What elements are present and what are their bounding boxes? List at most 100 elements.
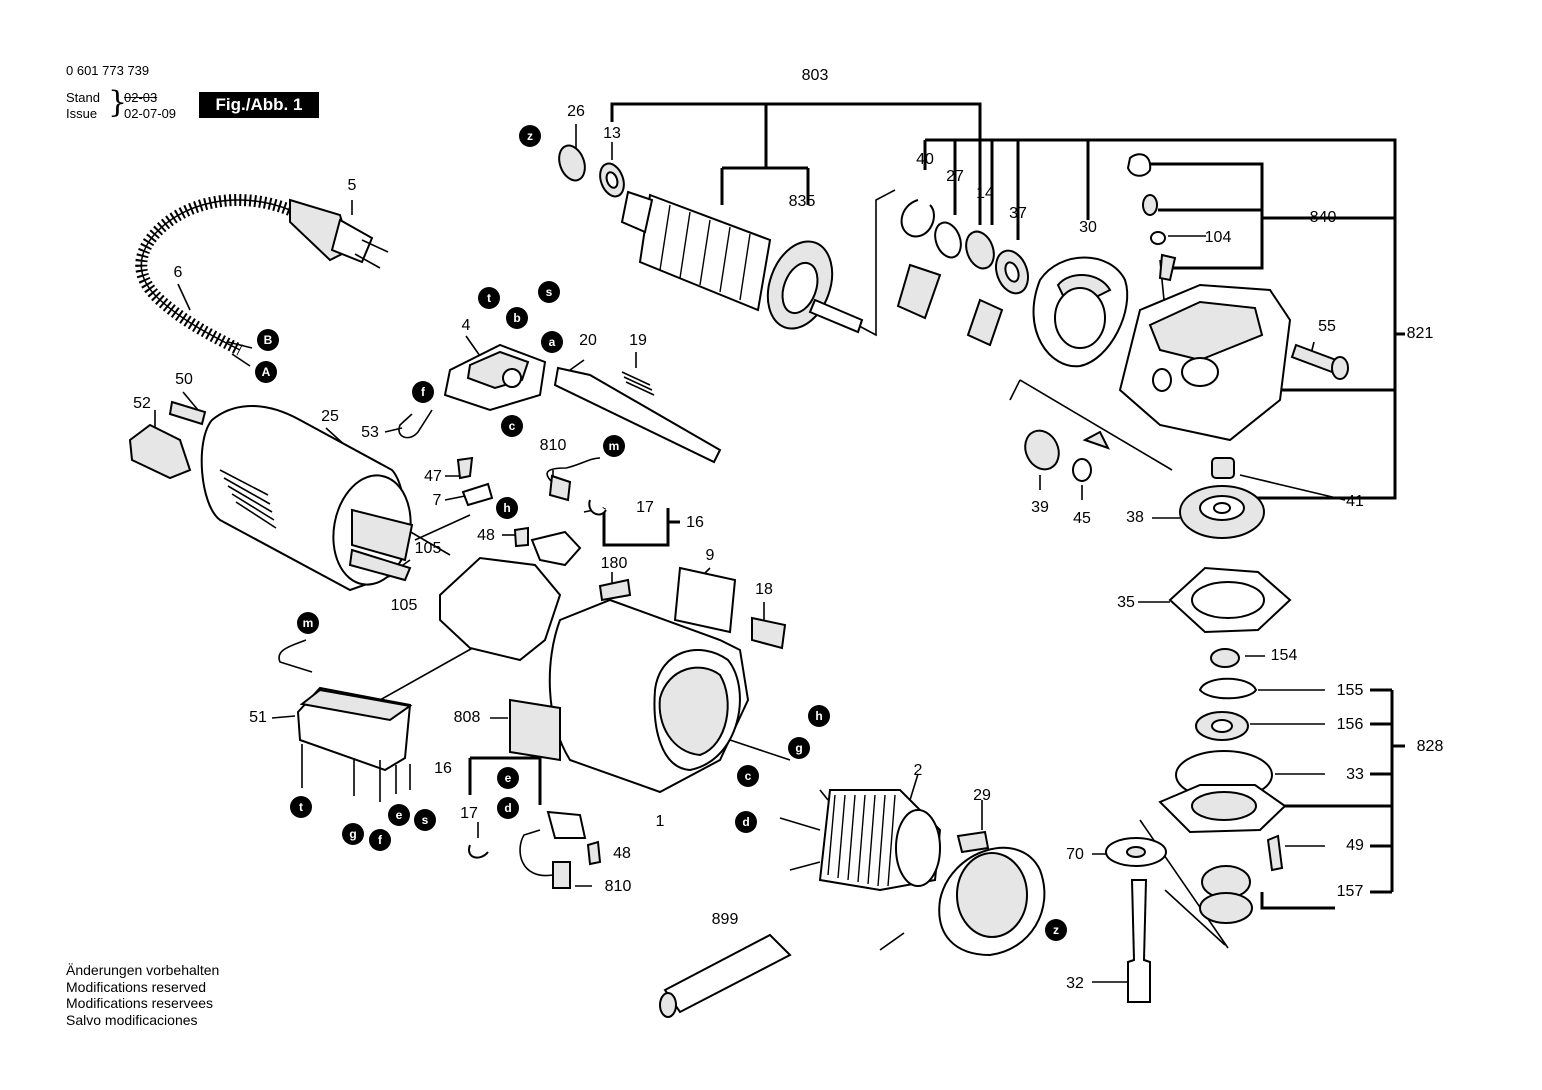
spring-19-part [621,371,655,396]
part-label-25: 25 [321,408,339,425]
screw-55-part [1290,343,1338,374]
marker-dot [496,497,518,519]
marker-dot [388,804,410,826]
bearing-41-part [1211,457,1235,479]
marker-letter: a [549,335,556,349]
connection-marker-f: f [412,381,434,403]
part-label-35: 35 [1117,594,1135,611]
marker-dot [788,737,810,759]
connection-marker-h: h [496,497,518,519]
connection-marker-h: h [808,705,830,727]
connection-marker-t: t [290,796,312,818]
note-es: Salvo modificaciones [66,1011,198,1028]
brush-810b-part [552,861,571,889]
part-label-33: 33 [1346,766,1364,783]
clip-17-part [588,499,607,516]
part-label-840: 840 [1310,209,1337,226]
filter-part [966,298,1004,347]
part-label-14: 14 [976,185,994,202]
marker-letter: m [609,439,620,453]
stator-part [779,789,942,892]
marker-letter: z [1053,923,1059,937]
part-label-48: 48 [477,527,495,544]
part-number: 0 601 773 739 [66,63,150,78]
connection-marker-m: m [297,612,319,634]
marker-dot [478,287,500,309]
part-label-1: 1 [656,813,665,830]
label-180-part [598,578,632,602]
part-label-29: 29 [973,787,991,804]
screw-49-part [1266,834,1284,872]
part-label-810: 810 [540,437,567,454]
screw-48b-part [586,840,602,866]
marker-letter: b [513,311,520,325]
marker-dot [257,329,279,351]
part-label-899: 899 [712,911,739,928]
brush-holder-lower-part [546,810,587,839]
switch-part [443,343,547,412]
part-label-70: 70 [1066,846,1084,863]
switch-18-part [751,616,787,650]
motor-housing-1-part [548,598,750,794]
part-label-40: 40 [916,151,934,168]
switch-rod-20-part [553,366,722,464]
label-9-part [673,566,737,634]
part-label-26: 26 [567,103,585,120]
part-label-4: 4 [462,317,471,334]
connection-marker-e: e [388,804,410,826]
marker-dot [369,829,391,851]
wire-m-part [278,639,313,673]
stand-date: 02-03 [124,90,158,105]
part-label-835: 835 [789,193,816,210]
marker-letter: e [505,771,512,785]
part-label-157: 157 [1337,883,1364,900]
connection-marker-m: m [603,435,625,457]
marker-dot [297,612,319,634]
bushing-tool-part [896,263,942,320]
part-label-7: 7 [433,492,442,509]
note-de: Änderungen vorbehalten [66,962,220,978]
circlip-40-part [900,199,935,238]
part-label-39: 39 [1031,499,1049,516]
connection-marker-f: f [369,829,391,851]
wire-53-part [398,409,433,439]
figure-label: Fig./Abb. 1 [199,92,319,118]
marker-letter: s [546,285,553,299]
part-label-810: 810 [605,878,632,895]
part-label-53: 53 [361,424,379,441]
marker-letter: A [262,365,271,379]
marker-dot [255,361,277,383]
marker-letter: t [299,800,303,814]
part-label-2: 2 [914,762,923,779]
bearing-26-part [558,144,586,182]
marker-dot [497,797,519,819]
connection-marker-t: t [478,287,500,309]
marker-letter: g [349,827,356,841]
bearing-14-part [965,230,995,270]
issue-label: Issue [66,106,98,121]
note-en: Modifications reserved [66,978,207,995]
cover-52-part [128,423,192,480]
marker-letter: e [396,808,403,822]
screw-47-part [456,456,474,480]
connection-marker-c: c [501,415,523,437]
marker-letter: f [421,385,426,399]
part-label-5: 5 [348,177,357,194]
marker-dot [603,435,625,457]
clip-17b-part [468,844,489,859]
part-label-17: 17 [460,805,478,822]
label-808-part [509,698,561,762]
spindle-32-part [1127,879,1151,1003]
note-fr: Modifications reservees [66,995,214,1011]
marker-dot [735,811,757,833]
part-label-105: 105 [391,597,418,614]
marker-dot [290,796,312,818]
screw-50-part [168,400,207,426]
stand-label: Stand [66,90,100,105]
part-label-13: 13 [603,125,621,142]
part-label-51: 51 [249,709,267,726]
part-label-808: 808 [454,709,481,726]
marker-dot [737,765,759,787]
